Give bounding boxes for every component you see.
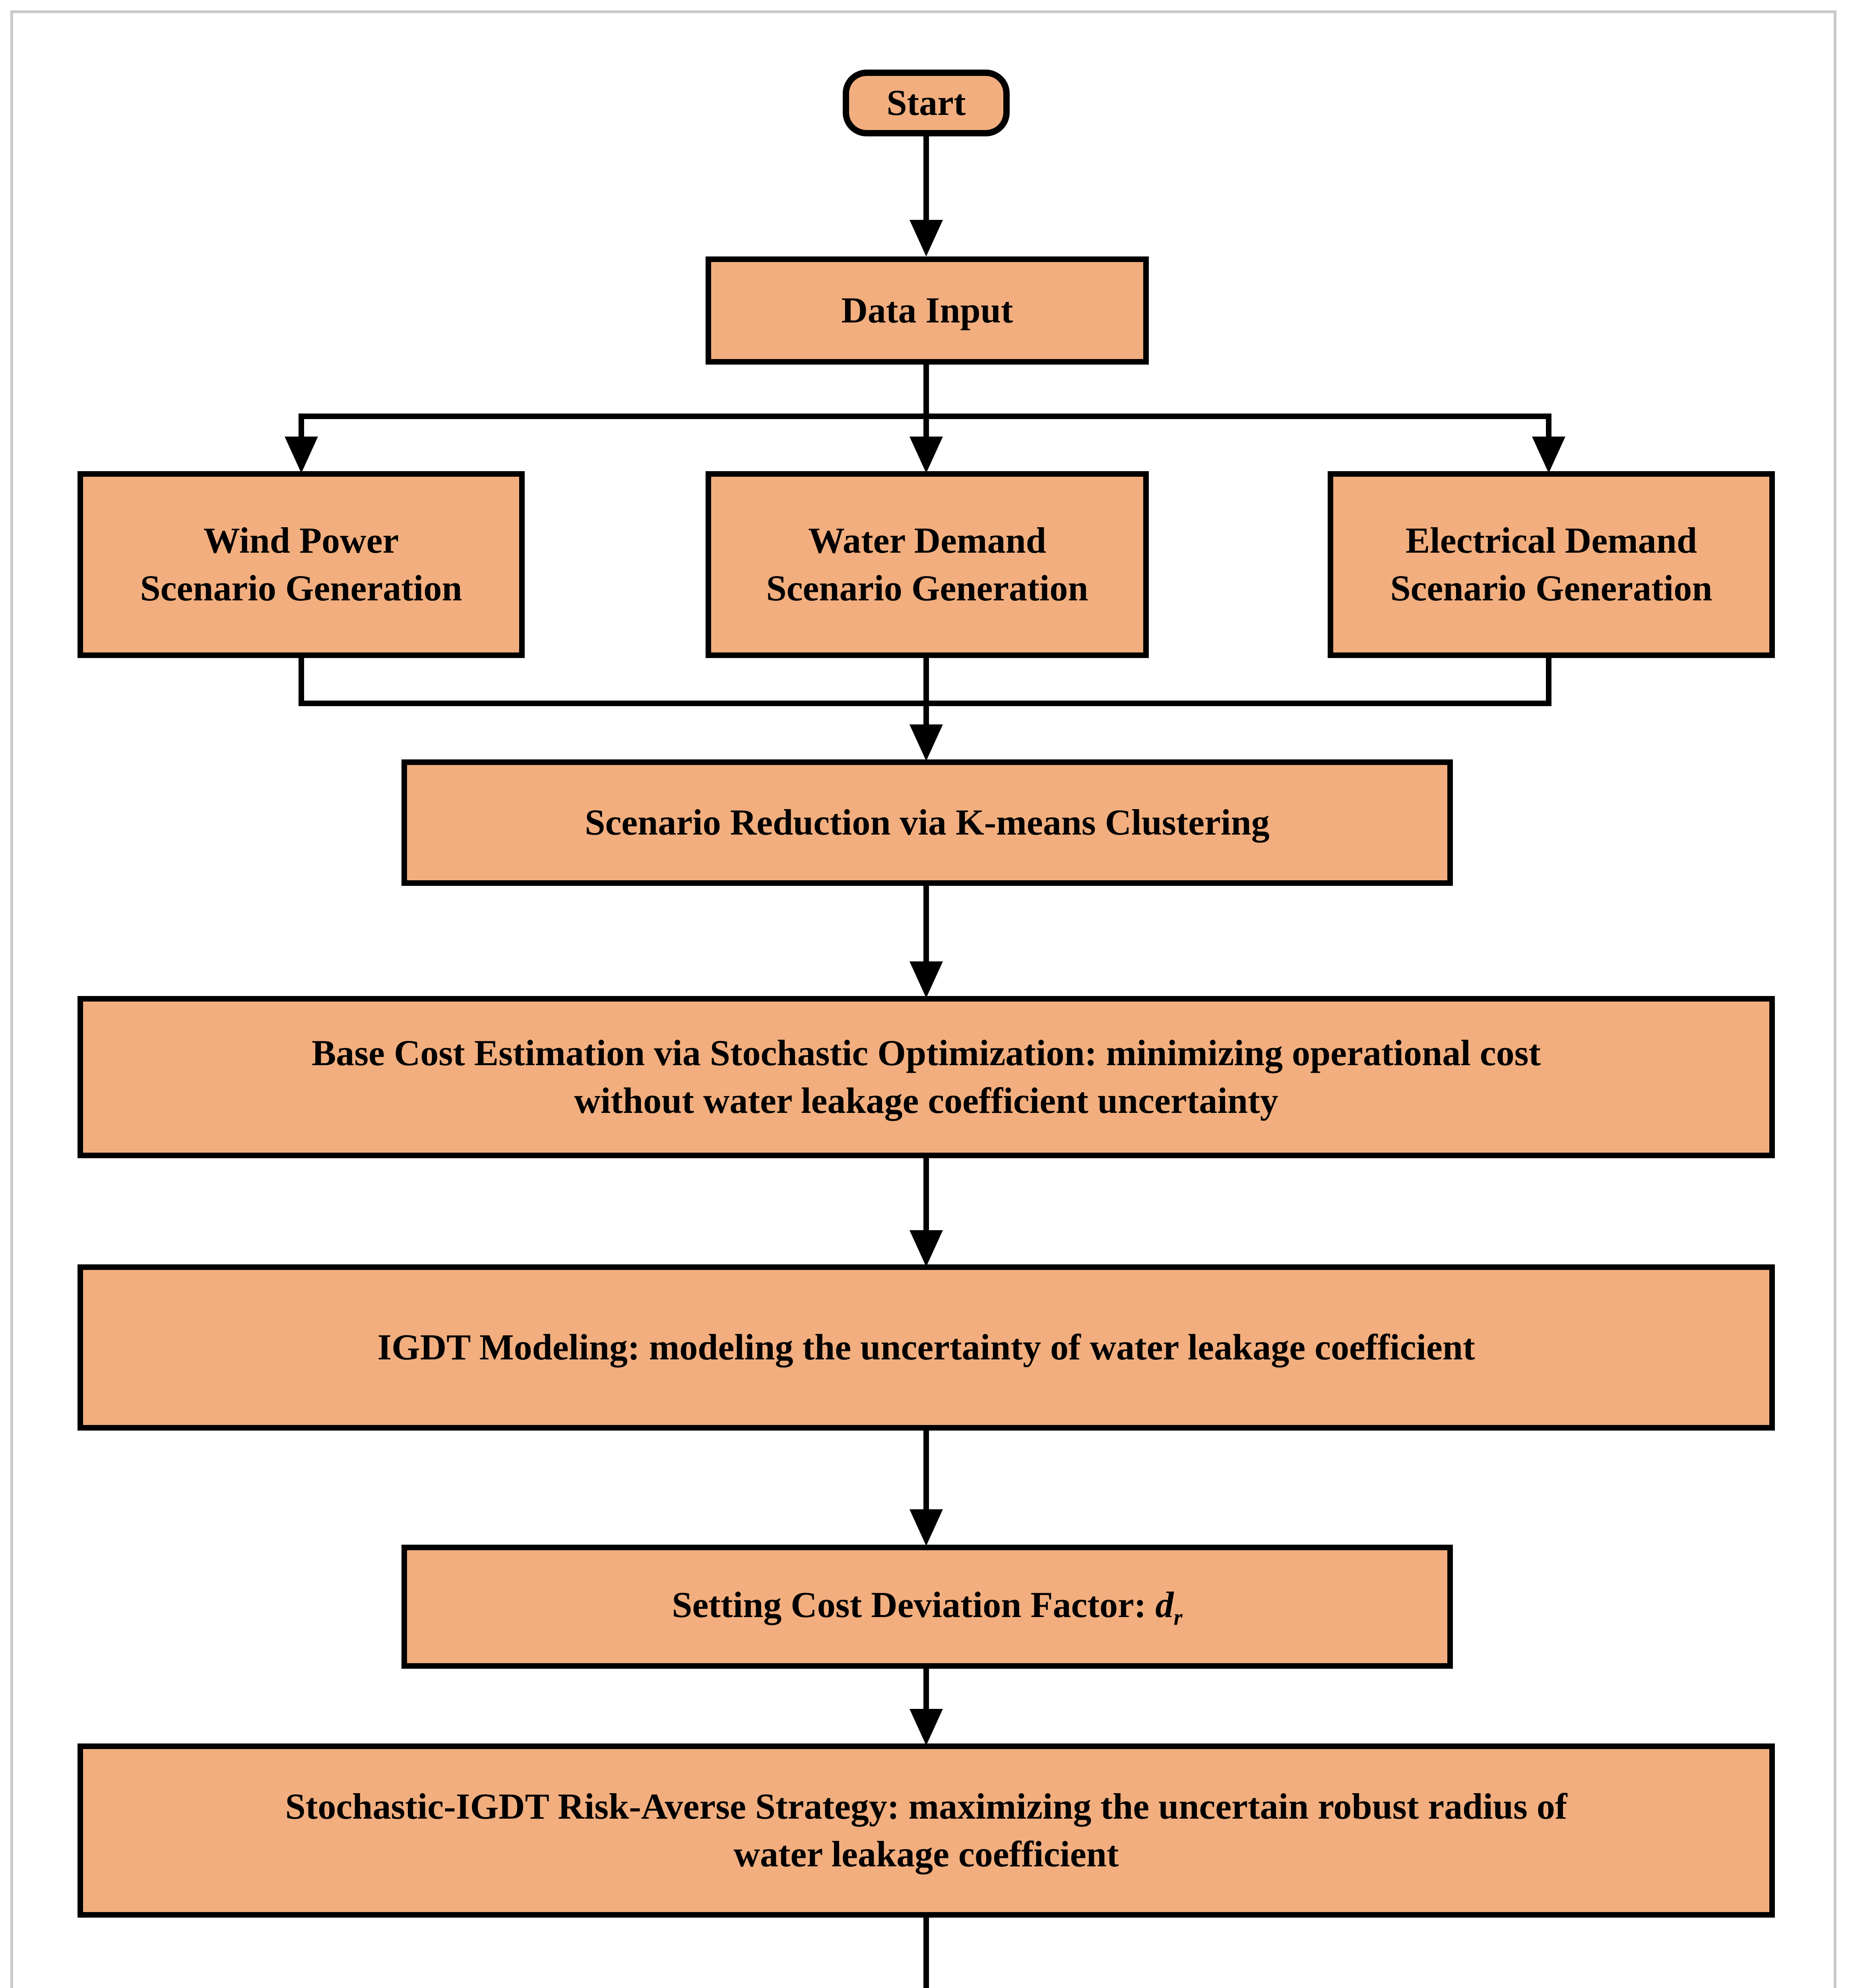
connector-kmeans-to-basecost	[923, 886, 929, 965]
arrowhead-igdt-modeling	[909, 1230, 943, 1267]
connector-data-input-down	[923, 365, 929, 416]
node-electrical-line2: Scenario Generation	[1390, 568, 1712, 608]
node-basecost-line1: Base Cost Estimation via Stochastic Opti…	[311, 1033, 1541, 1074]
node-water-label: Water Demand Scenario Generation	[725, 517, 1129, 612]
node-electrical-line1: Electrical Demand	[1405, 520, 1697, 561]
connector-basecost-to-igdt	[923, 1158, 929, 1231]
node-deviation-label: Setting Cost Deviation Factor: dr	[421, 1581, 1433, 1633]
arrowhead-base-cost	[909, 961, 943, 998]
connector-igdt-to-deviation	[923, 1431, 929, 1510]
node-electrical-demand-scenario-generation[interactable]: Electrical Demand Scenario Generation	[1328, 471, 1775, 658]
node-wind-line2: Scenario Generation	[140, 568, 462, 608]
node-scenario-reduction-kmeans[interactable]: Scenario Reduction via K-means Clusterin…	[401, 759, 1453, 886]
node-water-line2: Scenario Generation	[766, 568, 1088, 608]
arrowhead-risk-averse	[909, 1709, 943, 1745]
node-water-demand-scenario-generation[interactable]: Water Demand Scenario Generation	[706, 471, 1149, 658]
node-strategy-label: Stochastic-IGDT Risk-Averse Strategy: ma…	[97, 1783, 1755, 1878]
arrowhead-cost-deviation	[909, 1509, 943, 1546]
node-data-input[interactable]: Data Input	[706, 256, 1149, 365]
connector-branch-right	[1546, 414, 1551, 443]
node-kmeans-label: Scenario Reduction via K-means Clusterin…	[585, 802, 1270, 843]
node-base-cost-estimation[interactable]: Base Cost Estimation via Stochastic Opti…	[78, 996, 1775, 1158]
arrowhead-wind-scenario	[285, 437, 318, 473]
arrowhead-electrical-scenario	[1532, 437, 1565, 473]
node-start[interactable]: Start	[843, 70, 1010, 136]
node-deviation-prefix: Setting Cost Deviation Factor:	[672, 1584, 1156, 1625]
connector-branch-left	[299, 414, 304, 443]
node-igdt-modeling[interactable]: IGDT Modeling: modeling the uncertainty …	[78, 1264, 1775, 1431]
connector-merge-center	[923, 658, 929, 705]
node-setting-cost-deviation-factor[interactable]: Setting Cost Deviation Factor: dr	[401, 1545, 1453, 1669]
node-stochastic-igdt-risk-averse-strategy[interactable]: Stochastic-IGDT Risk-Averse Strategy: ma…	[78, 1743, 1775, 1918]
node-water-line1: Water Demand	[808, 520, 1046, 561]
connector-merge-down	[923, 701, 929, 732]
node-wind-power-scenario-generation[interactable]: Wind Power Scenario Generation	[78, 471, 525, 658]
connector-merge-right	[1546, 658, 1551, 705]
node-electrical-label: Electrical Demand Scenario Generation	[1348, 517, 1755, 612]
arrowhead-scenario-reduction	[909, 724, 943, 761]
node-igdt-label: IGDT Modeling: modeling the uncertainty …	[377, 1327, 1475, 1368]
node-wind-line1: Wind Power	[203, 520, 399, 561]
node-data-input-label: Data Input	[841, 290, 1013, 331]
node-strategy-line1: Stochastic-IGDT Risk-Averse Strategy: ma…	[285, 1786, 1567, 1827]
node-deviation-subscript: r	[1173, 1605, 1183, 1630]
node-basecost-label: Base Cost Estimation via Stochastic Opti…	[97, 1029, 1755, 1124]
node-deviation-symbol: d	[1155, 1584, 1174, 1625]
arrowhead-water-scenario	[909, 437, 943, 473]
connector-deviation-to-strategy	[923, 1669, 929, 1710]
node-basecost-line2: without water leakage coefficient uncert…	[574, 1080, 1278, 1121]
connector-merge-left	[299, 658, 304, 705]
connector-start-to-data-input	[923, 136, 929, 223]
node-start-label: Start	[886, 82, 966, 123]
arrowhead-data-input	[909, 220, 943, 256]
connector-branch-center	[923, 414, 929, 443]
connector-strategy-to-end	[923, 1918, 929, 1988]
node-wind-label: Wind Power Scenario Generation	[97, 517, 505, 612]
node-strategy-line2: water leakage coefficient	[733, 1834, 1119, 1874]
